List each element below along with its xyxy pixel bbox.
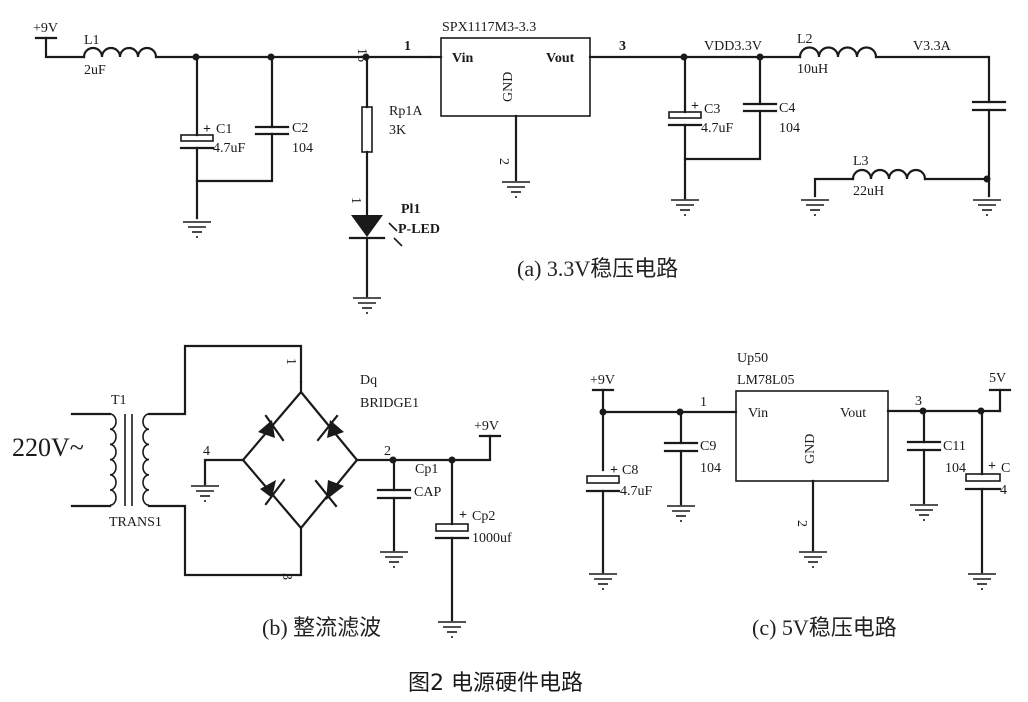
- pin-1-label: 1: [404, 39, 411, 54]
- pin-3-c-label: 3: [915, 394, 922, 409]
- input-9v-label: +9V: [33, 21, 58, 36]
- svg-text:+: +: [459, 508, 467, 523]
- L3-value: 22uH: [853, 184, 884, 199]
- Cp2-name: Cp2: [472, 509, 495, 524]
- T1-value: TRANS1: [109, 515, 162, 530]
- regulator-a-vout: Vout: [546, 51, 575, 66]
- C11-name: C11: [943, 439, 966, 454]
- capacitor-C4: C4 104: [683, 55, 800, 161]
- regulator-c-name: LM78L05: [737, 373, 795, 388]
- regulator-c-gnd-pin: 2: [794, 520, 809, 527]
- regulator-SPX1117: SPX1117M3-3.3 Vin Vout GND 2: [440, 20, 591, 198]
- Rp-name: Rp1A: [389, 104, 423, 119]
- C9-value: 104: [700, 461, 721, 476]
- C2-name: C2: [292, 121, 308, 136]
- C-out-name: C: [1001, 461, 1010, 476]
- led-value: P-LED: [398, 222, 440, 237]
- C3-value: 4.7uF: [701, 121, 734, 136]
- svg-text:+: +: [610, 463, 618, 478]
- svg-text:+: +: [203, 122, 211, 137]
- pin-1-c-label: 1: [700, 395, 707, 410]
- C3-name: C3: [704, 102, 720, 117]
- inductor-L3: L3 22uH: [800, 154, 989, 216]
- C1-value: 4.7uF: [213, 141, 246, 156]
- capacitor-Cp2: + Cp2 1000uf: [434, 458, 512, 638]
- bridge-pin-2: 2: [384, 444, 391, 459]
- v33a-label: V3.3A: [913, 39, 952, 54]
- caption-b: (b) 整流滤波: [262, 615, 381, 640]
- input-9v-c-label: +9V: [590, 373, 615, 388]
- L1-value: 2uF: [84, 63, 106, 78]
- capacitor-C9: C9 104: [663, 410, 721, 522]
- regulator-c-vin: Vin: [748, 406, 768, 421]
- circuit-c-5v-regulator: +9V 1 + C8 4.7uF C9 104 Up50: [585, 351, 1012, 640]
- capacitor-C1: + C1 4.7uF: [179, 55, 246, 238]
- led-pin-label: 1: [348, 197, 363, 204]
- capacitor-unlabeled: [971, 100, 1007, 216]
- regulator-a-vin: Vin: [452, 51, 473, 66]
- C-out-value: 4: [1000, 483, 1007, 498]
- C11-value: 104: [945, 461, 966, 476]
- Rp-value: 3K: [389, 123, 406, 138]
- Cp1-value: CAP: [414, 485, 441, 500]
- pin-16-label: 16: [354, 48, 369, 62]
- capacitor-C2: C2 104: [195, 55, 313, 183]
- inductor-L2: L2 10uH: [797, 32, 878, 77]
- Cp2-value: 1000uf: [472, 531, 512, 546]
- capacitor-C3: + C3 4.7uF: [667, 55, 734, 216]
- output-9v-label: +9V: [474, 419, 499, 434]
- bridge-pin-4: 4: [203, 444, 210, 459]
- capacitor-C8: + C8 4.7uF: [585, 463, 653, 590]
- regulator-c-gnd: GND: [803, 434, 818, 464]
- T1-name: T1: [111, 393, 127, 408]
- C4-value: 104: [779, 121, 800, 136]
- led-name: Pl1: [401, 202, 420, 217]
- regulator-a-name: SPX1117M3-3.3: [442, 20, 536, 35]
- L1-name: L1: [84, 33, 100, 48]
- pin-3-label: 3: [619, 39, 626, 54]
- bridge-name: Dq: [360, 373, 377, 388]
- C2-value: 104: [292, 141, 313, 156]
- L2-value: 10uH: [797, 62, 828, 77]
- L2-name: L2: [797, 32, 813, 47]
- C1-name: C1: [216, 122, 232, 137]
- transformer-T1: T1 TRANS1: [70, 393, 162, 530]
- input-220v-label: 220V~: [12, 433, 84, 462]
- L3-name: L3: [853, 154, 869, 169]
- capacitor-C11: C11 104: [906, 409, 966, 521]
- led-Pl1: Pl1 P-LED: [348, 202, 440, 314]
- bridge-pin-1: 1: [283, 358, 298, 365]
- regulator-c-vout: Vout: [840, 406, 866, 421]
- bridge-value: BRIDGE1: [360, 396, 419, 411]
- svg-text:+: +: [988, 459, 996, 474]
- regulator-a-gnd-pin: 2: [496, 158, 511, 165]
- C8-name: C8: [622, 463, 638, 478]
- Cp1-name: Cp1: [415, 462, 438, 477]
- regulator-a-gnd: GND: [501, 72, 516, 102]
- figure-caption: 图2 电源硬件电路: [408, 671, 583, 696]
- C8-value: 4.7uF: [620, 484, 653, 499]
- regulator-LM78L05: Up50 LM78L05 Vin Vout GND 2: [735, 351, 889, 568]
- svg-text:+: +: [691, 99, 699, 114]
- inductor-L1: L1 2uF: [82, 33, 158, 78]
- C9-name: C9: [700, 439, 716, 454]
- caption-a: (a) 3.3V稳压电路: [517, 256, 678, 281]
- bridge-pin-3: 3: [279, 573, 294, 580]
- resistor-Rp1A: Rp1A 3K: [361, 55, 423, 217]
- bridge-rectifier: Dq BRIDGE1: [241, 373, 419, 530]
- output-5v-label: 5V: [989, 371, 1006, 386]
- vdd-label: VDD3.3V: [704, 39, 762, 54]
- capacitor-Cp1: Cp1 CAP: [376, 458, 441, 568]
- C4-name: C4: [779, 101, 795, 116]
- regulator-c-ref: Up50: [737, 351, 768, 366]
- circuit-b-rectifier: 220V~ T1 TRANS1 1 3 Dq: [12, 344, 512, 640]
- input-9v-terminal: +9V: [33, 21, 86, 59]
- circuit-a-3v3-regulator: +9V L1 2uF + C1 4.7uF C2: [33, 20, 1007, 314]
- capacitor-C-out: + C 4: [964, 409, 1010, 590]
- caption-c: (c) 5V稳压电路: [752, 615, 897, 640]
